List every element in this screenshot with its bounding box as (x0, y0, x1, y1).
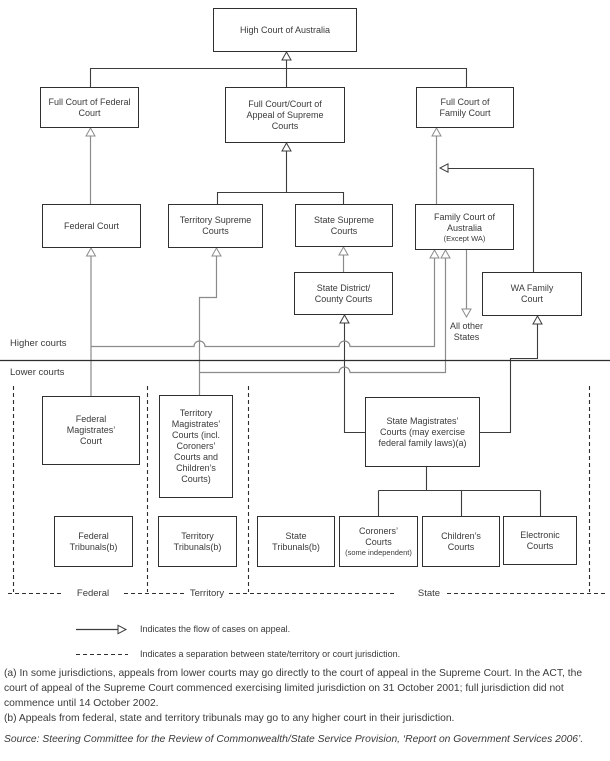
source-line: Source: Steering Committee for the Revie… (4, 734, 584, 745)
node-federal-magistrates: Federal Magistrates’ Court (42, 396, 140, 465)
node-territory-magistrates: Territory Magistrates’ Courts (incl. Cor… (159, 395, 233, 498)
state-magistrates-to-wa-line (480, 324, 539, 434)
node-family-court-australia: Family Court of Australia (Except WA) (415, 204, 514, 250)
footnotes: (a) In some jurisdictions, appeals from … (4, 666, 606, 726)
higher-courts-flow-line (91, 258, 436, 348)
state-magistrates-to-district-line (343, 323, 365, 434)
node-state-magistrates: State Magistrates’ Courts (may exercise … (365, 397, 480, 467)
node-state-tribunals: State Tribunals(b) (257, 516, 335, 567)
node-full-court-family: Full Court of Family Court (416, 87, 514, 128)
all-other-states-label: All other States (449, 321, 484, 342)
lower-courts-label: Lower courts (10, 367, 65, 378)
node-federal-tribunals: Federal Tribunals(b) (54, 516, 133, 567)
arrowheads-gray (85, 126, 472, 319)
node-territory-supreme: Territory Supreme Courts (168, 204, 263, 248)
tree-connectors (89, 60, 542, 516)
jurisdiction-dashed-separators (8, 386, 608, 595)
node-coroners-courts: Coroners’ Courts (some independent) (339, 516, 418, 567)
node-full-court-federal: Full Court of Federal Court (40, 87, 139, 128)
legend-separation-label: Indicates a separation between state/ter… (140, 649, 401, 659)
node-high-court: High Court of Australia (213, 8, 357, 52)
node-state-supreme: State Supreme Courts (295, 204, 393, 247)
section-label-federal: Federal (76, 588, 110, 599)
node-full-court-supreme: Full Court/Court of Appeal of Supreme Co… (225, 87, 345, 143)
wa-to-full-family-line (448, 167, 535, 272)
node-electronic-courts: Electronic Courts (503, 516, 577, 565)
state-magistrates-children-branch (377, 467, 542, 516)
node-childrens-courts: Children’s Courts (422, 516, 500, 567)
arrowheads-dark (117, 50, 543, 635)
node-wa-family: WA Family Court (482, 272, 582, 316)
node-state-district: State District/ County Courts (294, 272, 393, 315)
node-territory-tribunals: Territory Tribunals(b) (158, 516, 237, 567)
footnote-b: (b) Appeals from federal, state and terr… (4, 713, 455, 724)
appeal-flow-lines (89, 136, 468, 396)
lower-courts-flow-line (199, 258, 447, 374)
legend-flow-label: Indicates the flow of cases on appeal. (140, 624, 291, 634)
node-federal-court: Federal Court (42, 204, 141, 248)
legend-flow-arrowhead (117, 624, 128, 635)
section-label-territory: Territory (189, 588, 225, 599)
footnote-a: (a) In some jurisdictions, appeals from … (4, 668, 583, 709)
section-label-state: State (417, 588, 441, 599)
higher-courts-label: Higher courts (10, 338, 67, 349)
